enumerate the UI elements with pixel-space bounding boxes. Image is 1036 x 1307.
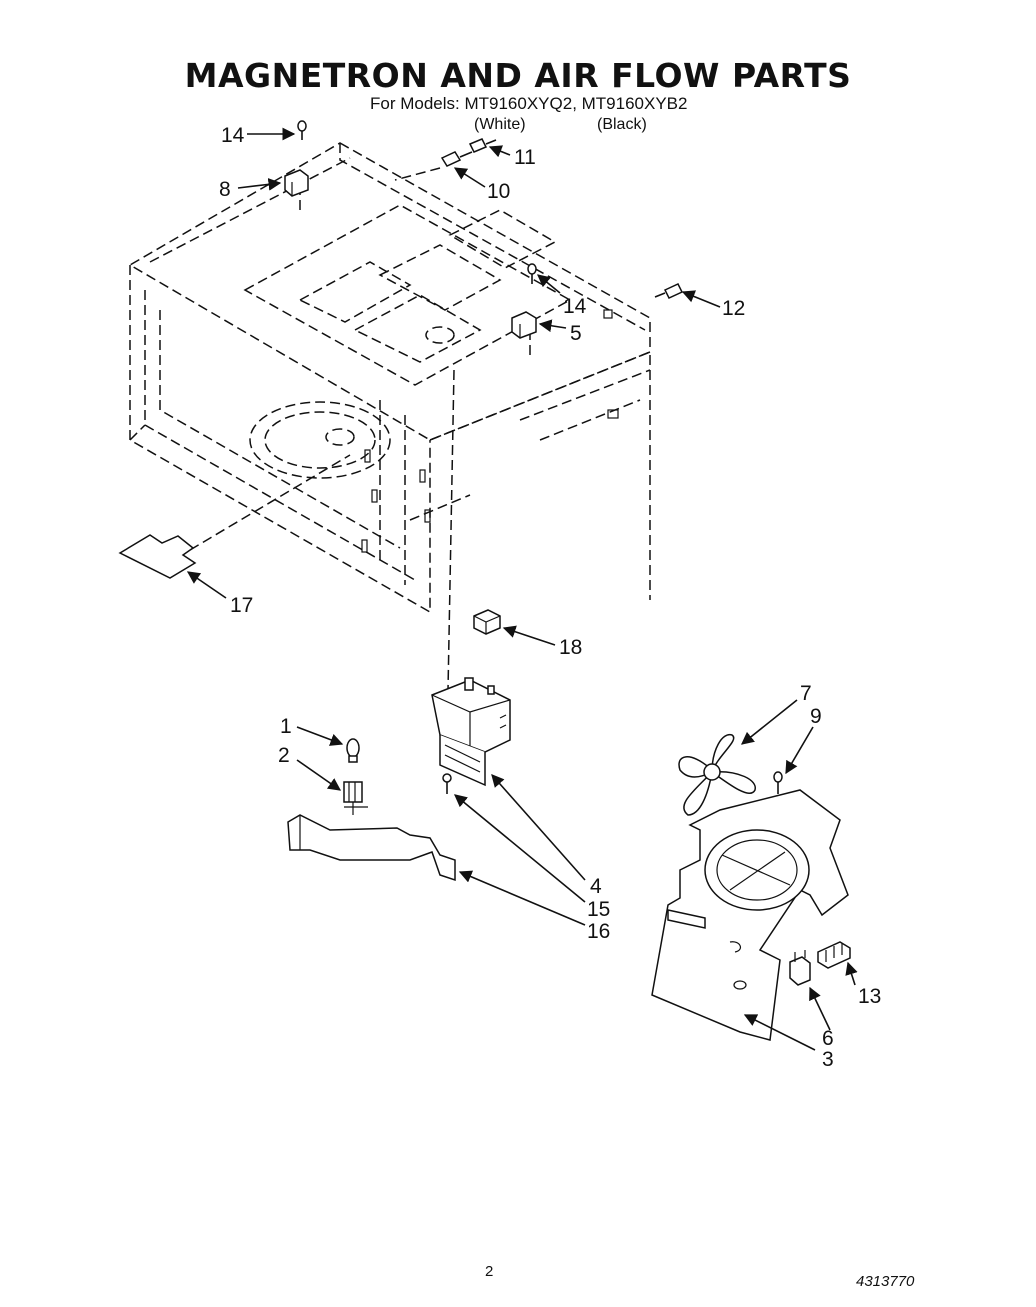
callout-7: 7 bbox=[800, 682, 812, 705]
screw-11 bbox=[468, 138, 497, 153]
magnetron-4 bbox=[431, 677, 511, 787]
terminal-block-13 bbox=[817, 941, 851, 969]
callout-leaders bbox=[186, 127, 858, 1051]
callout-2: 2 bbox=[278, 744, 290, 767]
callout-14-middle: 14 bbox=[563, 295, 587, 318]
callout-6: 6 bbox=[822, 1027, 834, 1050]
cabinet-outline bbox=[128, 142, 651, 614]
callout-10: 10 bbox=[487, 180, 510, 203]
callout-labels: 14 8 10 11 12 14 5 17 18 1 2 7 9 4 15 16… bbox=[219, 124, 881, 1071]
page-title: MAGNETRON AND AIR FLOW PARTS bbox=[184, 56, 852, 95]
callout-5: 5 bbox=[570, 322, 582, 345]
lamp-socket-2 bbox=[343, 781, 368, 815]
mounting-bracket-5 bbox=[511, 311, 537, 339]
callout-3: 3 bbox=[822, 1048, 834, 1071]
callout-1: 1 bbox=[280, 715, 292, 738]
mounting-bracket-8 bbox=[284, 169, 309, 197]
fan-housing-3 bbox=[651, 789, 849, 1041]
models-line: For Models: MT9160XYQ2, MT9160XYB2 bbox=[370, 94, 688, 113]
screw-9 bbox=[773, 771, 783, 794]
air-duct-16 bbox=[287, 814, 456, 882]
screw-12 bbox=[654, 283, 684, 299]
document-number: 4313770 bbox=[856, 1273, 915, 1290]
callout-14-top: 14 bbox=[221, 124, 245, 147]
variant-white-label: (White) bbox=[474, 116, 526, 133]
thermal-block-18 bbox=[473, 609, 501, 635]
callout-8: 8 bbox=[219, 178, 231, 201]
variant-black-label: (Black) bbox=[597, 116, 647, 133]
screw-14-top bbox=[297, 120, 307, 140]
thermostat-6 bbox=[789, 950, 811, 986]
callout-13: 13 bbox=[858, 985, 881, 1008]
callout-12: 12 bbox=[722, 297, 745, 320]
callout-18: 18 bbox=[559, 636, 582, 659]
callout-15: 15 bbox=[587, 898, 610, 921]
callout-16: 16 bbox=[587, 920, 610, 943]
callout-4: 4 bbox=[590, 875, 602, 898]
waveguide-cover-17 bbox=[118, 534, 197, 579]
callout-17: 17 bbox=[230, 594, 253, 617]
screw-14-middle bbox=[527, 263, 537, 284]
lamp-1 bbox=[346, 738, 360, 763]
callout-9: 9 bbox=[810, 705, 822, 728]
page-number: 2 bbox=[485, 1263, 494, 1280]
screw-10 bbox=[440, 151, 473, 167]
screw-15 bbox=[442, 773, 452, 794]
fan-blade-7 bbox=[678, 734, 756, 816]
callout-11: 11 bbox=[514, 146, 536, 169]
